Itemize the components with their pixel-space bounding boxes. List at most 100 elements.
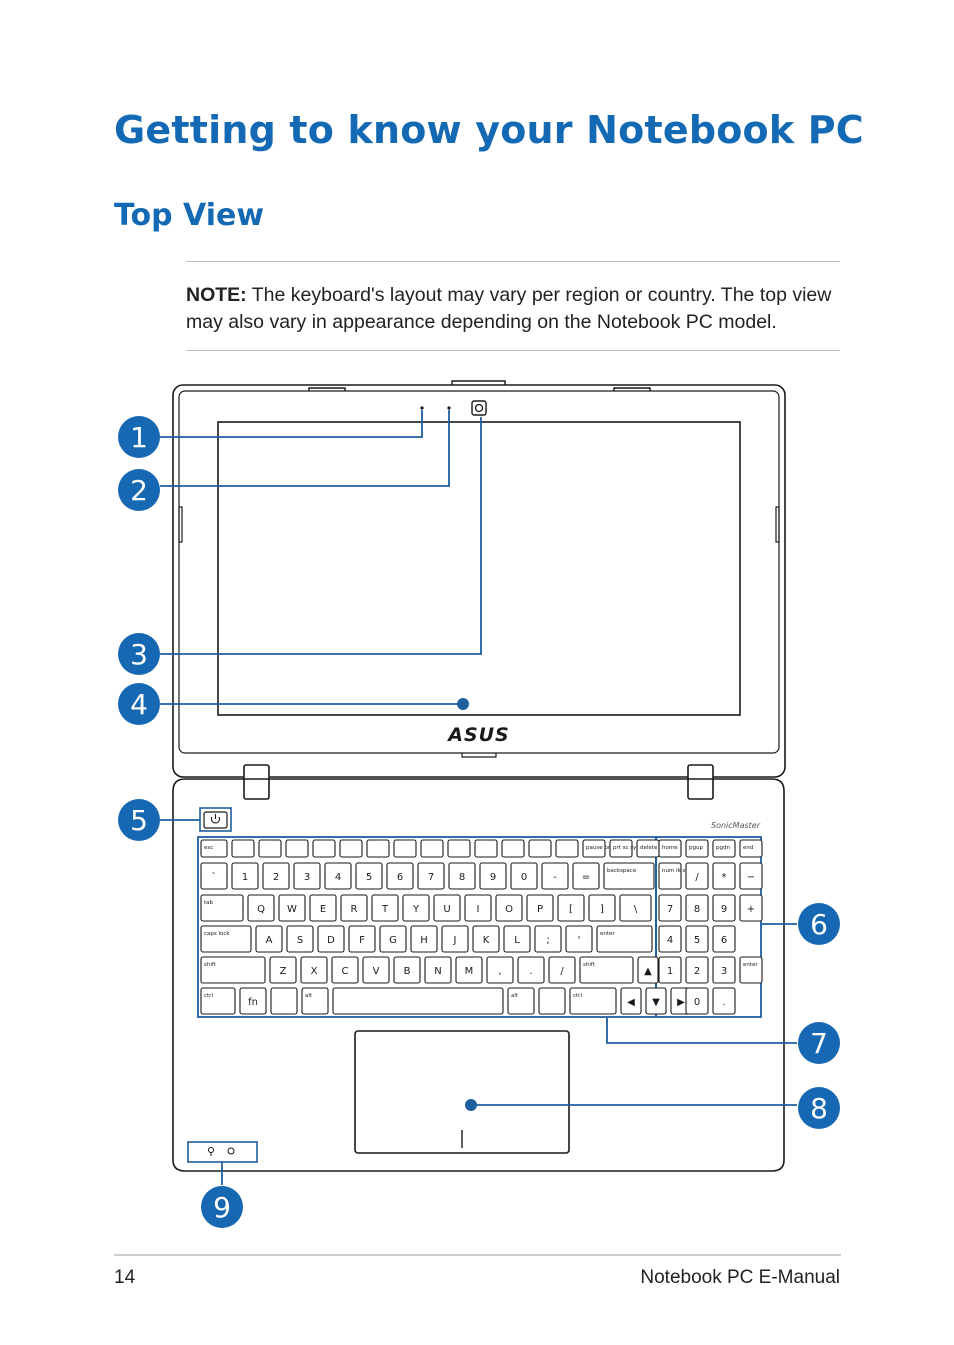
keyboard-key[interactable]: [285, 839, 309, 858]
keyboard-key[interactable]: 7: [658, 894, 682, 922]
keyboard-key[interactable]: X: [300, 956, 328, 984]
keyboard-key[interactable]: 7: [417, 862, 445, 890]
keyboard-key[interactable]: [393, 839, 417, 858]
keyboard-key[interactable]: enter: [739, 956, 763, 984]
keyboard-key[interactable]: E: [309, 894, 337, 922]
keyboard-key[interactable]: ': [565, 925, 593, 953]
keyboard-key[interactable]: delete: [636, 839, 660, 858]
keyboard-key[interactable]: [501, 839, 525, 858]
keyboard-key[interactable]: pause break: [582, 839, 621, 858]
keyboard-key[interactable]: enter: [596, 925, 653, 953]
keyboard-key[interactable]: `: [200, 862, 228, 890]
keyboard-key[interactable]: prt sc sysrq: [609, 839, 645, 858]
keyboard-key[interactable]: B: [393, 956, 421, 984]
keyboard-key[interactable]: shift: [579, 956, 634, 984]
keyboard-key[interactable]: caps lock: [200, 925, 252, 953]
keyboard-key[interactable]: F: [348, 925, 376, 953]
keyboard-key[interactable]: -: [541, 862, 569, 890]
keyboard-key[interactable]: 3: [712, 956, 736, 984]
keyboard-key[interactable]: 9: [712, 894, 736, 922]
keyboard-key[interactable]: 5: [685, 925, 709, 953]
keyboard-key[interactable]: S: [286, 925, 314, 953]
keyboard-key[interactable]: ◀: [620, 987, 642, 1015]
keyboard-key[interactable]: P: [526, 894, 554, 922]
keyboard-key[interactable]: esc: [200, 839, 228, 858]
keyboard-key[interactable]: O: [495, 894, 523, 922]
keyboard-key[interactable]: end: [739, 839, 763, 858]
keyboard-key[interactable]: C: [331, 956, 359, 984]
keyboard-key[interactable]: tab: [200, 894, 244, 922]
keyboard-key[interactable]: [538, 987, 566, 1015]
keyboard-key[interactable]: Y: [402, 894, 430, 922]
keyboard-key[interactable]: ctrl: [200, 987, 236, 1015]
keyboard-key[interactable]: [312, 839, 336, 858]
keyboard-key[interactable]: 6: [712, 925, 736, 953]
keyboard-key[interactable]: backspace: [603, 862, 655, 890]
keyboard-key[interactable]: M: [455, 956, 483, 984]
keyboard-key[interactable]: 9: [479, 862, 507, 890]
keyboard-key[interactable]: \: [619, 894, 652, 922]
keyboard-key[interactable]: .: [517, 956, 545, 984]
keyboard-key[interactable]: ,: [486, 956, 514, 984]
keyboard-key[interactable]: Q: [247, 894, 275, 922]
keyboard-key[interactable]: [528, 839, 552, 858]
keyboard-key[interactable]: ]: [588, 894, 616, 922]
keyboard-key[interactable]: pgup: [685, 839, 709, 858]
keyboard-key[interactable]: 5: [355, 862, 383, 890]
keyboard-key[interactable]: 8: [448, 862, 476, 890]
keyboard-key[interactable]: T: [371, 894, 399, 922]
keyboard-key[interactable]: num lk scr lk: [658, 862, 698, 890]
keyboard-key[interactable]: 1: [658, 956, 682, 984]
keyboard-key[interactable]: alt: [507, 987, 535, 1015]
keyboard-key[interactable]: [555, 839, 579, 858]
keyboard-key[interactable]: [270, 987, 298, 1015]
keyboard-key[interactable]: *: [712, 862, 736, 890]
keyboard-key[interactable]: −: [739, 862, 763, 890]
keyboard-key[interactable]: [332, 987, 504, 1015]
keyboard-key[interactable]: /: [685, 862, 709, 890]
keyboard-key[interactable]: ctrl: [569, 987, 617, 1015]
keyboard-key[interactable]: 0: [685, 987, 709, 1015]
keyboard-key[interactable]: [339, 839, 363, 858]
keyboard-key[interactable]: fn: [239, 987, 267, 1015]
power-button[interactable]: [203, 811, 228, 829]
keyboard-key[interactable]: A: [255, 925, 283, 953]
keyboard-key[interactable]: 2: [262, 862, 290, 890]
keyboard-key[interactable]: 4: [324, 862, 352, 890]
keyboard-key[interactable]: 4: [658, 925, 682, 953]
keyboard-key[interactable]: ▲: [637, 956, 659, 984]
keyboard-key[interactable]: G: [379, 925, 407, 953]
keyboard-key[interactable]: =: [572, 862, 600, 890]
keyboard-key[interactable]: H: [410, 925, 438, 953]
keyboard-key[interactable]: [258, 839, 282, 858]
keyboard-key[interactable]: U: [433, 894, 461, 922]
touchpad[interactable]: [354, 1030, 570, 1154]
keyboard-key[interactable]: .: [712, 987, 736, 1015]
keyboard-key[interactable]: ▼: [645, 987, 667, 1015]
keyboard-key[interactable]: pgdn: [712, 839, 736, 858]
keyboard-key[interactable]: [366, 839, 390, 858]
keyboard-key[interactable]: 6: [386, 862, 414, 890]
keyboard-key[interactable]: D: [317, 925, 345, 953]
keyboard-key[interactable]: 0: [510, 862, 538, 890]
keyboard-key[interactable]: 8: [685, 894, 709, 922]
keyboard-key[interactable]: ;: [534, 925, 562, 953]
keyboard-key[interactable]: [231, 839, 255, 858]
keyboard-key[interactable]: /: [548, 956, 576, 984]
keyboard-key[interactable]: shift: [200, 956, 266, 984]
keyboard-key[interactable]: I: [464, 894, 492, 922]
keyboard-key[interactable]: L: [503, 925, 531, 953]
keyboard-key[interactable]: K: [472, 925, 500, 953]
keyboard-key[interactable]: alt: [301, 987, 329, 1015]
keyboard-key[interactable]: 3: [293, 862, 321, 890]
keyboard-key[interactable]: W: [278, 894, 306, 922]
keyboard-key[interactable]: [: [557, 894, 585, 922]
keyboard-key[interactable]: [420, 839, 444, 858]
keyboard-key[interactable]: 2: [685, 956, 709, 984]
keyboard-key[interactable]: N: [424, 956, 452, 984]
keyboard-key[interactable]: V: [362, 956, 390, 984]
keyboard-key[interactable]: home: [658, 839, 682, 858]
keyboard-key[interactable]: Z: [269, 956, 297, 984]
keyboard-key[interactable]: [447, 839, 471, 858]
keyboard-key[interactable]: J: [441, 925, 469, 953]
